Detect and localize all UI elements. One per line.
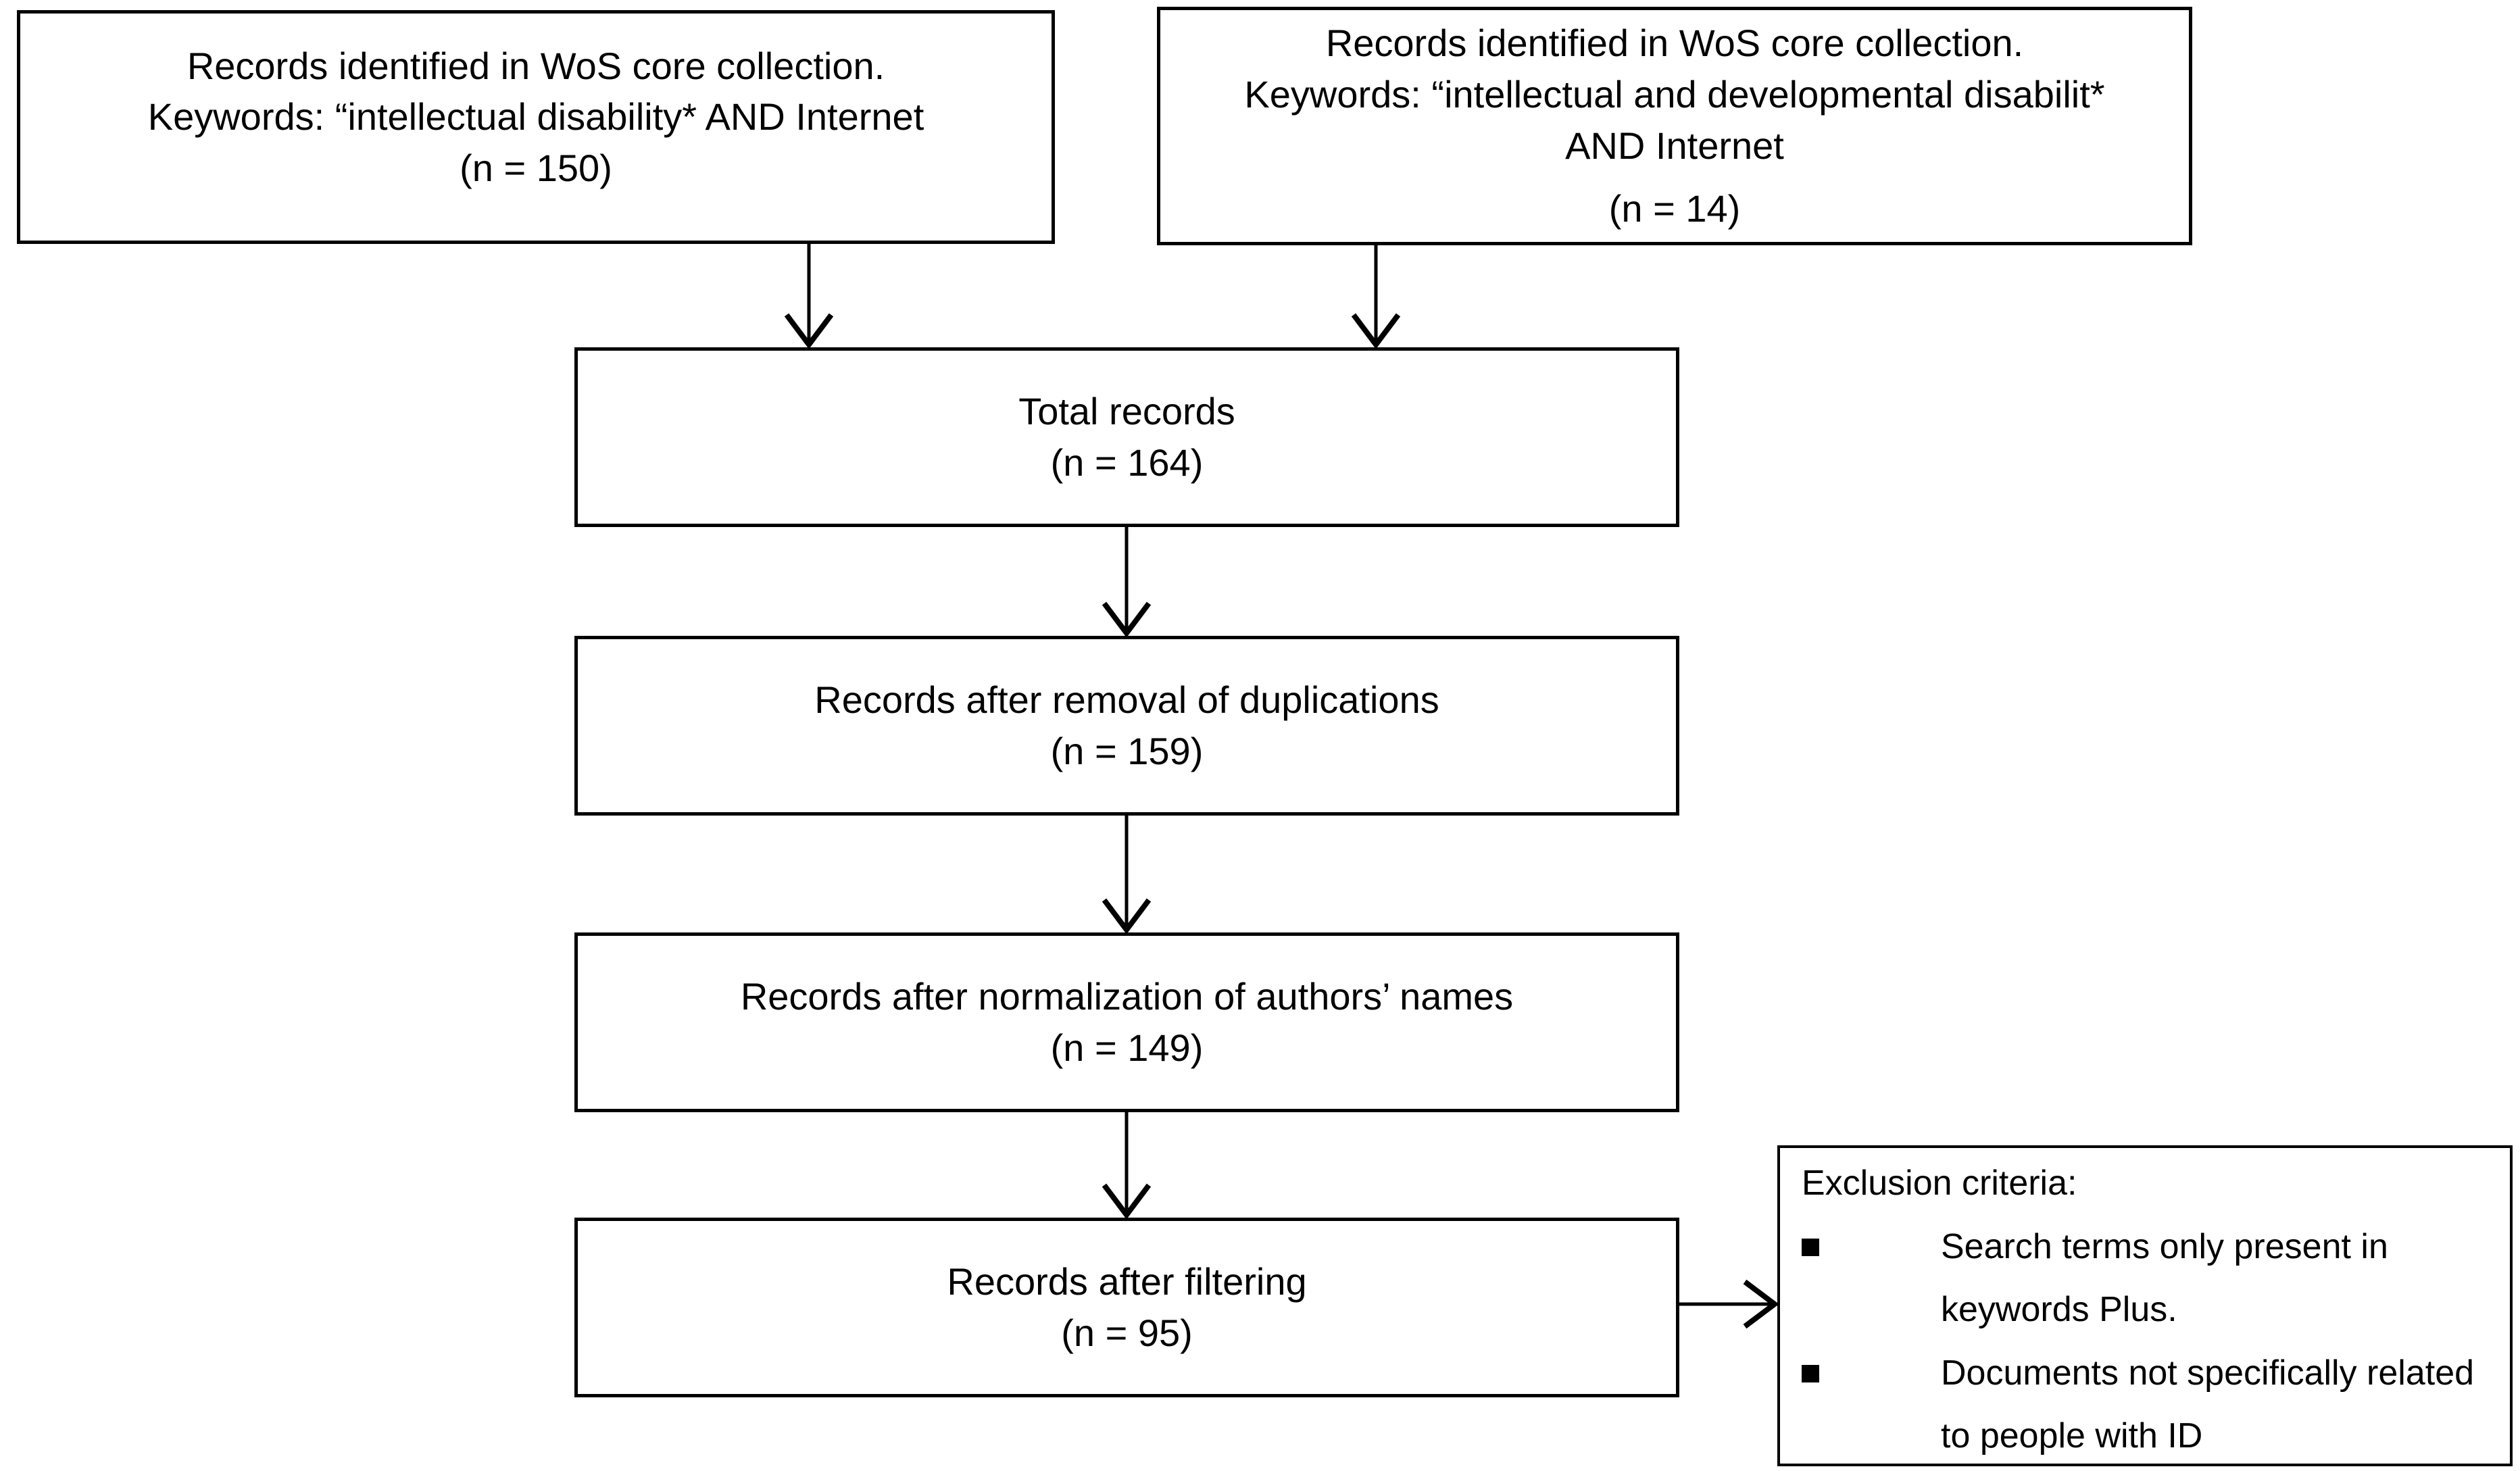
record-count: (n = 14) (1608, 187, 1741, 230)
box-text-line: Keywords: “intellectual disability* AND … (147, 95, 924, 139)
bullet-square-icon (1802, 1238, 1819, 1256)
arrow-normalization-to-filtering (1102, 1112, 1152, 1220)
arrow-dedup-to-normalization (1102, 816, 1152, 934)
exclusion-item: Documents not specifically related to pe… (1802, 1342, 2491, 1468)
box-exclusion-criteria: Exclusion criteria: Search terms only pr… (1777, 1145, 2513, 1466)
record-count: (n = 150) (460, 146, 612, 189)
box-text-line: Records after filtering (947, 1260, 1307, 1303)
box-text-line: Records identified in WoS core collectio… (187, 44, 885, 87)
box-records-identified-id: Records identified in WoS core collectio… (17, 10, 1055, 244)
arrow-filtering-to-exclusion (1679, 1279, 1779, 1329)
box-after-filtering: Records after filtering (n = 95) (574, 1218, 1679, 1397)
box-text-line: Keywords: “intellectual and developmenta… (1244, 72, 2105, 116)
arrow-source-idd-to-total (1351, 245, 1401, 349)
bullet-square-icon (1802, 1364, 1819, 1382)
box-text-line: AND Internet (1565, 124, 1784, 167)
box-text-line: Total records (1018, 390, 1235, 433)
box-records-identified-idd: Records identified in WoS core collectio… (1157, 7, 2192, 245)
box-after-name-normalization: Records after normalization of authors’ … (574, 932, 1679, 1112)
exclusion-item-text: Documents not specifically related to pe… (1941, 1353, 2475, 1456)
box-total-records: Total records (n = 164) (574, 347, 1679, 527)
box-text-line: Records after removal of duplications (814, 678, 1439, 722)
box-text-line: Records identified in WoS core collectio… (1325, 22, 2024, 65)
arrow-source-id-to-total (784, 244, 834, 349)
exclusion-title: Exclusion criteria: (1802, 1164, 2077, 1203)
exclusion-item: Search terms only present in keywords Pl… (1802, 1216, 2491, 1342)
record-count: (n = 95) (1061, 1312, 1193, 1354)
record-count: (n = 159) (1050, 730, 1204, 772)
arrow-total-to-dedup (1102, 527, 1152, 638)
exclusion-item-text: Search terms only present in keywords Pl… (1941, 1226, 2388, 1330)
box-text-line: Records after normalization of authors’ … (740, 975, 1514, 1018)
record-count: (n = 149) (1050, 1026, 1204, 1069)
box-after-duplication-removal: Records after removal of duplications (n… (574, 636, 1679, 816)
record-count: (n = 164) (1050, 441, 1204, 484)
